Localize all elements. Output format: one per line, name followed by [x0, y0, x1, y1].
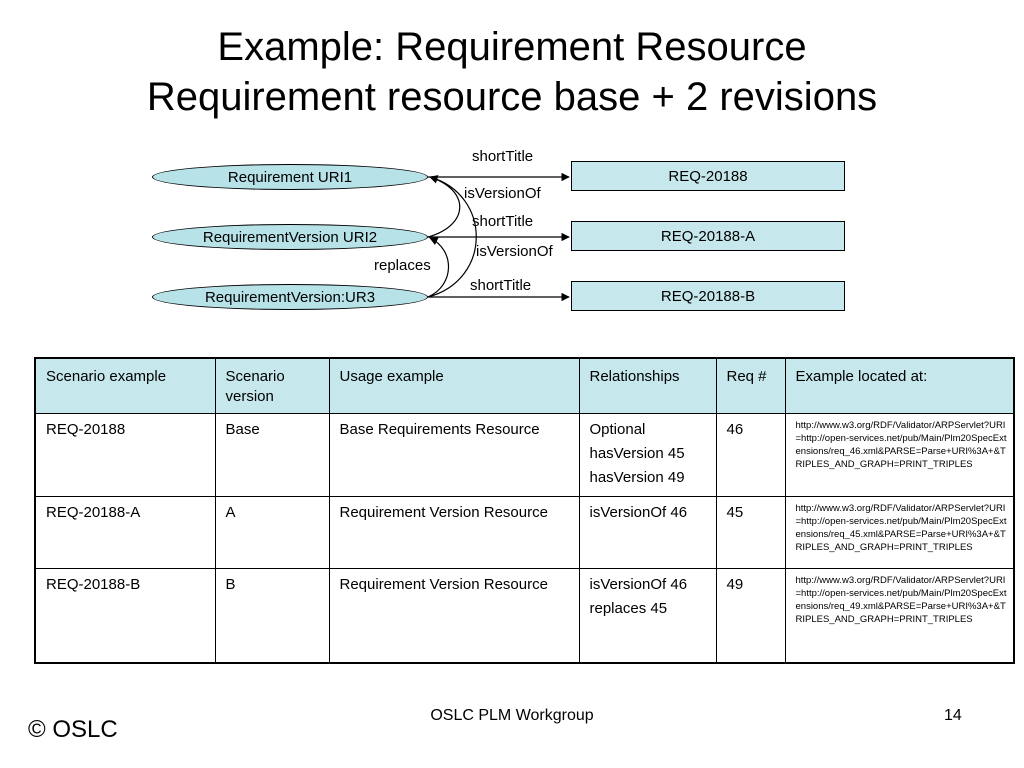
header-usage-example: Usage example: [328, 357, 580, 414]
relationship-item: isVersionOf 46: [589, 504, 688, 521]
table-row: REQ-20188 Base Base Requirements Resourc…: [34, 413, 1015, 497]
edge-replaces: [427, 237, 450, 298]
label-shorttitle-2: shortTitle: [472, 213, 534, 230]
cell-usage: Requirement Version Resource: [328, 568, 580, 663]
cell-example-url[interactable]: http://www.w3.org/RDF/Validator/ARPServl…: [784, 413, 1015, 497]
slide-title-line-1: Example: Requirement Resource: [217, 25, 807, 69]
relationship-item: Optional: [589, 421, 646, 438]
cell-scenario: REQ-20188-B: [34, 568, 216, 663]
node-req-20188-a: REQ-20188-A: [571, 221, 845, 251]
cell-scenario: REQ-20188: [34, 413, 216, 497]
relationship-item: replaces 45: [589, 600, 668, 617]
header-example-location: Example located at:: [784, 357, 1015, 414]
cell-example-url[interactable]: http://www.w3.org/RDF/Validator/ARPServl…: [784, 496, 1015, 569]
cell-usage: Base Requirements Resource: [328, 413, 580, 497]
cell-scenario: REQ-20188-A: [34, 496, 216, 569]
copyright: © OSLC: [28, 716, 118, 743]
slide-title: Example: Requirement Resource Requiremen…: [0, 22, 1024, 122]
label-shorttitle-3: shortTitle: [470, 277, 532, 294]
relationship-item: isVersionOf 46: [589, 576, 688, 593]
relationship-item: hasVersion 49: [589, 469, 685, 486]
diagram-edges: [427, 172, 570, 302]
cell-relationships: isVersionOf 46: [578, 496, 717, 569]
header-scenario-example: Scenario example: [34, 357, 216, 414]
cell-version: Base: [214, 413, 330, 497]
scenario-table: Scenario example Scenario version Usage …: [34, 357, 1015, 664]
node-req-20188-b: REQ-20188-B: [571, 281, 845, 311]
cell-usage: Requirement Version Resource: [328, 496, 580, 569]
slide-title-line-2: Requirement resource base + 2 revisions: [146, 75, 878, 119]
cell-version: B: [214, 568, 330, 663]
node-requirement-uri1: Requirement URI1: [152, 164, 428, 190]
edge-isversionof-2: [427, 175, 477, 298]
node-req-20188: REQ-20188: [571, 161, 845, 191]
table-row: REQ-20188-B B Requirement Version Resour…: [34, 568, 1015, 663]
label-isversionof-2: isVersionOf: [476, 243, 553, 260]
cell-req-number: 45: [715, 496, 786, 569]
footer-workgroup: OSLC PLM Workgroup: [430, 707, 594, 724]
label-isversionof-1: isVersionOf: [464, 185, 541, 202]
cell-req-number: 46: [715, 413, 786, 497]
edge-isversionof-1: [427, 175, 461, 238]
node-requirementversion-ur3: RequirementVersion:UR3: [152, 284, 428, 310]
table-row: REQ-20188-A A Requirement Version Resour…: [34, 496, 1015, 569]
table-header-row: Scenario example Scenario version Usage …: [34, 357, 1015, 414]
label-replaces: replaces: [374, 257, 431, 274]
header-req-number: Req #: [715, 357, 786, 414]
cell-req-number: 49: [715, 568, 786, 663]
cell-relationships: isVersionOf 46 replaces 45: [578, 568, 717, 663]
cell-example-url[interactable]: http://www.w3.org/RDF/Validator/ARPServl…: [784, 568, 1015, 663]
relationship-item: hasVersion 45: [589, 445, 685, 462]
cell-relationships: Optional hasVersion 45 hasVersion 49: [578, 413, 717, 497]
label-shorttitle-1: shortTitle: [472, 148, 534, 165]
node-requirementversion-uri2: RequirementVersion URI2: [152, 224, 428, 250]
header-relationships: Relationships: [578, 357, 717, 414]
header-scenario-version: Scenario version: [214, 357, 330, 414]
cell-version: A: [214, 496, 330, 569]
page-number: 14: [944, 707, 962, 724]
